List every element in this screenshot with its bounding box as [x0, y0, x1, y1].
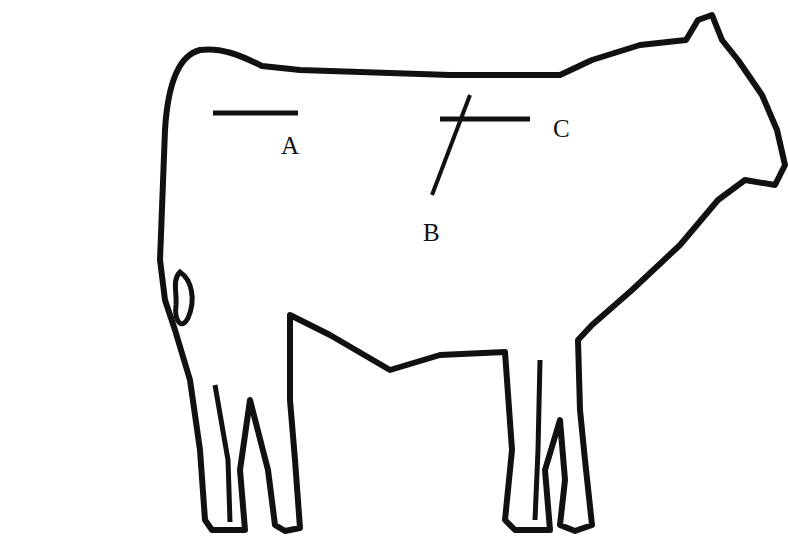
tail	[175, 272, 192, 324]
far-hind-leg	[215, 385, 230, 522]
mark-label: B	[423, 220, 440, 245]
mark-line-a	[213, 111, 298, 116]
mark-line-b	[432, 95, 470, 195]
mark-label: A	[281, 133, 299, 158]
cow-outline	[160, 15, 785, 531]
mark-label: C	[553, 116, 570, 141]
far-fore-leg	[535, 360, 540, 520]
mark-line-c	[440, 117, 530, 122]
